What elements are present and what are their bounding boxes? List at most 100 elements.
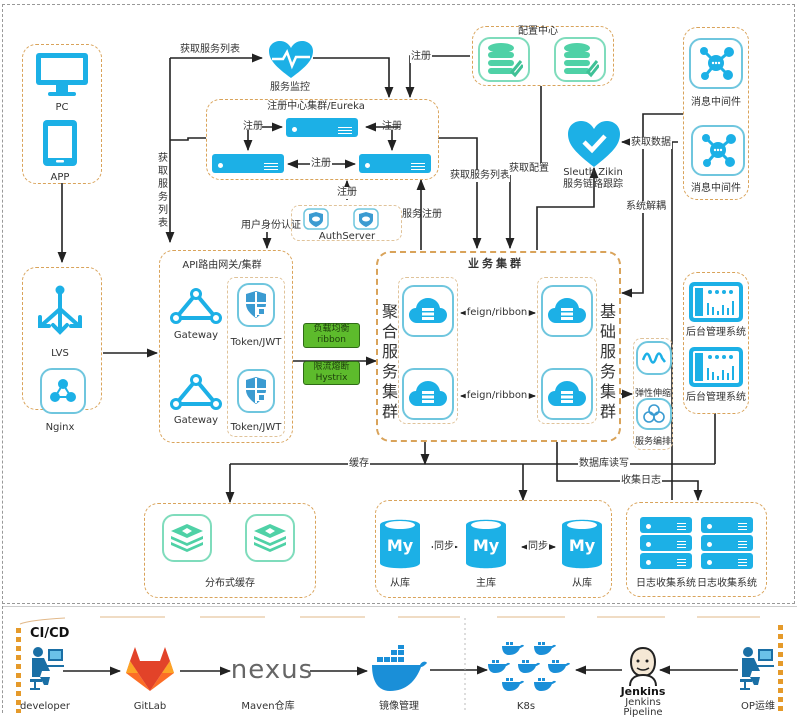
cloud-server-icon [548, 381, 586, 406]
tracing-label-line2: 服务链路跟踪 [563, 179, 623, 190]
cicd-step-gitlab: GitLab [133, 701, 167, 712]
clients-box [22, 44, 102, 184]
mysql-logo-text: My [386, 536, 414, 555]
mysql-logo-text: My [568, 536, 596, 555]
line-get-service-list-right [438, 137, 482, 250]
gitlab-icon [126, 647, 174, 691]
scaling-tile [636, 341, 672, 375]
heart-check-icon [568, 121, 620, 167]
cicd-step-ops: OP运维 [741, 701, 775, 712]
get-service-list-label: 获取服务列表 [180, 44, 240, 55]
tablet-icon [43, 120, 77, 166]
nginx-tile [40, 368, 86, 414]
feign-label-2: feign/ribbon [465, 390, 529, 402]
database-wrench-icon [488, 43, 523, 78]
monitor-label: 服务监控 [270, 82, 310, 93]
shield-lock-icon [246, 377, 266, 404]
ribbon-tag-line2: ribbon [317, 335, 346, 345]
log-server [701, 553, 753, 569]
ribbon-tag-line1: 负载均衡 [313, 324, 350, 334]
get-data-label: 获取数据 [630, 137, 672, 149]
database-wrench-icon [564, 43, 599, 78]
pc-label: PC [55, 102, 69, 113]
cicd-step-image-registry: 镜像管理 [379, 701, 419, 712]
jenkins-sub-label: Pipeline [623, 707, 663, 718]
nexus-logo: nexus [230, 655, 314, 685]
cache-arrow-label: 缓存 [348, 458, 370, 470]
line-monitor-to-registry [313, 57, 394, 99]
registry-title: 注册中心集群/Eureka [267, 101, 365, 112]
user-auth-label: 用户身份认证 [241, 220, 301, 231]
authserver-box [291, 205, 402, 241]
line-registry-to-left [170, 137, 206, 141]
shield-cloud-icon [303, 208, 329, 230]
reg-label-3: 注册 [310, 158, 332, 170]
log-server [701, 535, 753, 551]
cicd-separator [2, 606, 797, 607]
developer-icon [30, 647, 64, 690]
decouple-label: 系统解耦 [625, 201, 667, 213]
gateway-label-2: Gateway [173, 415, 219, 426]
orchestration-tile [636, 398, 672, 430]
mysql-cylinder-icon [466, 519, 506, 569]
log-server [640, 517, 692, 533]
hystrix-tag-line2: Hystrix [315, 373, 348, 383]
db-rw-label: 数据库读写 [578, 458, 630, 470]
nginx-icon [50, 379, 76, 402]
redis-stack-icon [254, 524, 286, 552]
mq-label-2: 消息中间件 [691, 183, 741, 194]
business-cluster-box [376, 251, 621, 442]
outer-frame [2, 4, 795, 604]
message-hub-icon [702, 134, 736, 167]
gateway-label-1: Gateway [173, 330, 219, 341]
config-center-box [472, 26, 614, 86]
admin-label-2: 后台管理系统 [686, 392, 746, 403]
registry-server-2 [212, 154, 284, 173]
jenkins-logo: Jenkins [620, 685, 666, 698]
registry-server-1 [286, 118, 358, 137]
cicd-step-maven: Maven仓库 [241, 701, 295, 712]
authserver-label: AuthServer [318, 231, 376, 242]
message-hub-icon [700, 47, 734, 80]
log-server [640, 535, 692, 551]
log-box [626, 502, 767, 597]
log-server-stack-2 [701, 517, 753, 569]
config-center-title: 配置中心 [518, 26, 558, 37]
token-box [227, 277, 285, 437]
wave-icon [642, 352, 666, 364]
line-collect-logs [556, 442, 703, 502]
cicd-title: CI/CD [30, 626, 70, 641]
scaling-label: 弹性伸缩 [634, 389, 672, 399]
config-register-label: 注册 [410, 51, 432, 63]
cicd-left-bar [16, 628, 21, 713]
collect-logs-label: 收集日志 [620, 475, 662, 487]
gateway-title: API路由网关/集群 [182, 260, 262, 271]
mysql-master: My [466, 518, 506, 570]
tracing-label-line1: Sleuth Zikin [563, 167, 623, 178]
line-to-tracing [536, 166, 599, 250]
dashboard-icon [689, 282, 743, 322]
base-box [537, 277, 597, 424]
feign-label-1: feign/ribbon [465, 307, 529, 319]
dashboard-icon [689, 347, 743, 387]
gateway-icon [170, 288, 222, 324]
cicd-step-k8s: K8s [516, 701, 536, 712]
token-label-1: Token/JWT [230, 337, 282, 348]
pc-icon [36, 53, 88, 96]
cloud-server-icon [548, 298, 586, 323]
jenkins-icon [629, 646, 657, 686]
hystrix-tag-line1: 限流熔断 [313, 362, 350, 372]
heart-pulse-icon [269, 41, 313, 78]
mysql-slave-2: My [562, 518, 602, 570]
shield-lock-icon [246, 291, 266, 318]
cicd-step-jenkins: Jenkins [625, 697, 661, 708]
log-label-1: 日志收集系统 [636, 578, 696, 589]
sync-label-2: 同步 [527, 541, 549, 553]
auth-register-label: 注册 [336, 187, 358, 199]
lvs-label: LVS [51, 348, 69, 359]
log-server [701, 517, 753, 533]
get-service-list-right-label: 获取服务列表 [450, 170, 510, 182]
registry-server-3 [359, 154, 431, 173]
